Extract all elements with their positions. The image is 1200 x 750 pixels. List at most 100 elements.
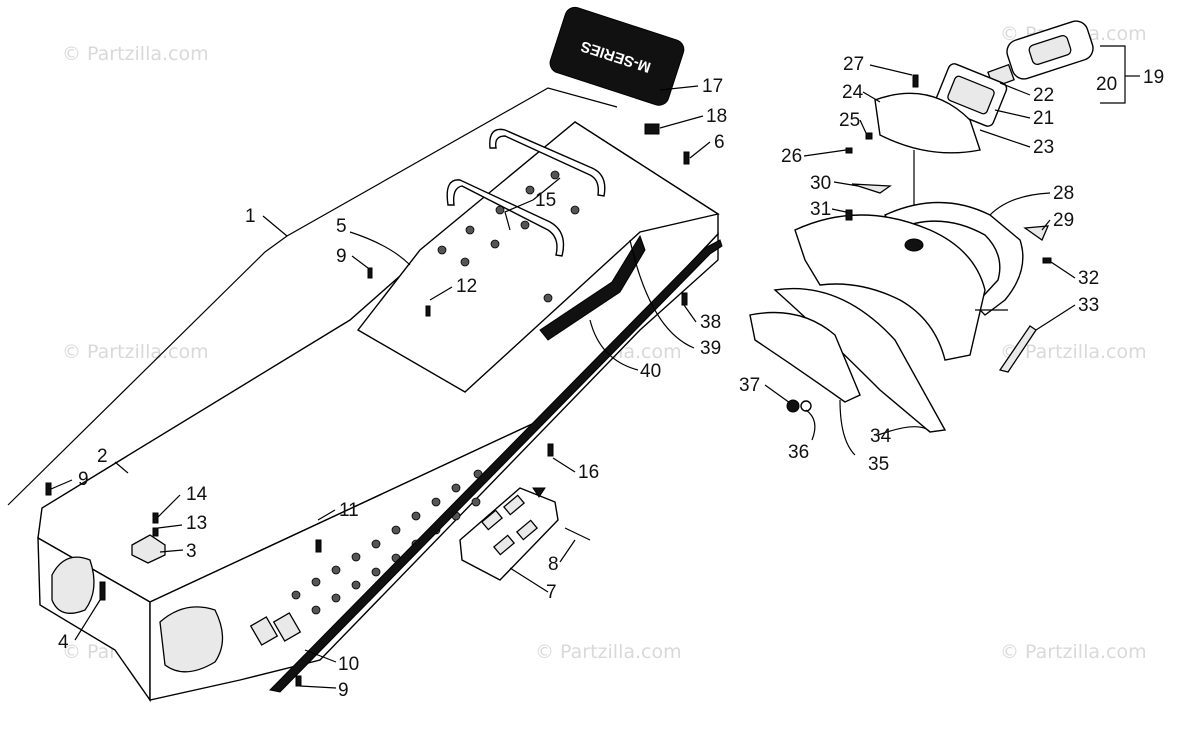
leader-32: [1050, 261, 1076, 279]
callout-19: 19: [1143, 67, 1164, 88]
callout-40: 40: [640, 361, 661, 382]
hole: [311, 577, 321, 587]
grab-bar-front: [489, 128, 606, 197]
tunnel-side-decal: [539, 234, 646, 341]
footrest-plate: [459, 487, 559, 581]
hole: [460, 257, 470, 267]
screw-9-upper: [367, 267, 373, 279]
bracket-3: [131, 534, 166, 564]
hole: [311, 605, 321, 615]
tunnel-pocket-1: [249, 616, 279, 646]
leader-lines: [50, 45, 1140, 689]
leader-8: [559, 539, 576, 563]
screw-9-lower: [295, 675, 302, 687]
leader-14: [157, 494, 181, 518]
pin-4: [99, 581, 106, 601]
callout-31: 31: [810, 199, 831, 220]
screw-9-rear: [45, 482, 52, 496]
callout-15: 15: [535, 190, 556, 211]
callout-13: 13: [186, 513, 207, 534]
washer-36: [800, 400, 812, 412]
snow-flap-inner: [749, 311, 861, 403]
footrest-assembly: [459, 487, 591, 581]
screw-38: [681, 292, 688, 306]
tunnel-rear-cutout-right: [159, 606, 224, 673]
callout-21: 21: [1033, 108, 1054, 129]
footrest-arrow-icon: [532, 487, 546, 498]
tunnel-assembly: [7, 87, 723, 703]
hole: [371, 539, 381, 549]
callout-16: 16: [578, 462, 599, 483]
rear-fender: [794, 214, 986, 361]
leader-13: [157, 524, 183, 529]
leader-17: [659, 85, 699, 91]
footrest-slot: [492, 534, 516, 556]
hole: [490, 239, 500, 249]
callout-39: 39: [700, 338, 721, 359]
screw-27: [912, 74, 919, 88]
screw-14: [152, 512, 159, 524]
watermark-top-left: © Partzilla.com: [62, 43, 209, 65]
hole: [520, 220, 530, 230]
callout-38: 38: [700, 312, 721, 333]
badge-plate: M-SERIES: [549, 6, 685, 106]
leader-18: [659, 115, 704, 129]
grab-bar-rear: [446, 179, 565, 257]
callout-9-rear: 9: [78, 469, 89, 490]
leader-15a: [504, 199, 534, 231]
tunnel-rail: [268, 239, 723, 693]
hole: [391, 525, 401, 535]
hole: [331, 593, 341, 603]
rear-assembly: [749, 20, 1094, 433]
callout-20: 20: [1096, 74, 1117, 95]
taillight-lens: [1028, 34, 1072, 66]
hole: [437, 245, 447, 255]
leader-16: [552, 457, 576, 473]
callout-14: 14: [186, 484, 208, 505]
screw-16: [547, 443, 554, 457]
footrest-wire: [564, 527, 591, 541]
leader-9-lower: [299, 685, 337, 689]
leader-34: [877, 426, 931, 436]
callout-2: 2: [97, 446, 108, 467]
leader-24: [862, 91, 881, 103]
callout-24: 24: [842, 82, 864, 103]
callout-18: 18: [706, 106, 727, 127]
washer-13: [152, 527, 159, 537]
leader-23: [979, 129, 1031, 148]
callout-26: 26: [781, 146, 802, 167]
callout-34: 34: [870, 426, 892, 447]
footrest-slot: [480, 509, 504, 531]
callout-5: 5: [336, 216, 347, 237]
hole: [451, 483, 461, 493]
screw-11: [315, 539, 322, 553]
hole: [465, 225, 475, 235]
leader-19-bracket: [1100, 45, 1126, 104]
hole: [543, 293, 553, 303]
tunnel-pocket-2: [272, 612, 302, 642]
leader-37: [764, 384, 791, 404]
taillight-gasket-inner: [947, 75, 995, 115]
callout-8: 8: [548, 554, 559, 575]
callout-9-lower: 9: [338, 680, 349, 701]
callout-3: 3: [186, 541, 197, 562]
leader-26: [803, 149, 847, 157]
hole: [331, 565, 341, 575]
callout-labels: 1 2 3 4 5 6 7 8 9 9 9 10 11 12 13 14 15 …: [58, 54, 1164, 701]
badge-plate-body: [549, 6, 685, 106]
leader-1: [262, 215, 288, 237]
leader-9-rear: [50, 479, 73, 490]
hole: [371, 567, 381, 577]
trim-30: [851, 183, 892, 194]
callout-6: 6: [714, 132, 725, 153]
nut-25: [865, 132, 873, 140]
left-hardware: [45, 123, 690, 687]
leader-6: [689, 141, 711, 159]
callout-9-upper: 9: [336, 246, 347, 267]
leader-31: [831, 208, 847, 213]
tunnel-upper-plate: [356, 121, 720, 393]
screw-6: [683, 151, 690, 165]
leader-22: [999, 82, 1031, 96]
leader-5: [349, 231, 411, 266]
